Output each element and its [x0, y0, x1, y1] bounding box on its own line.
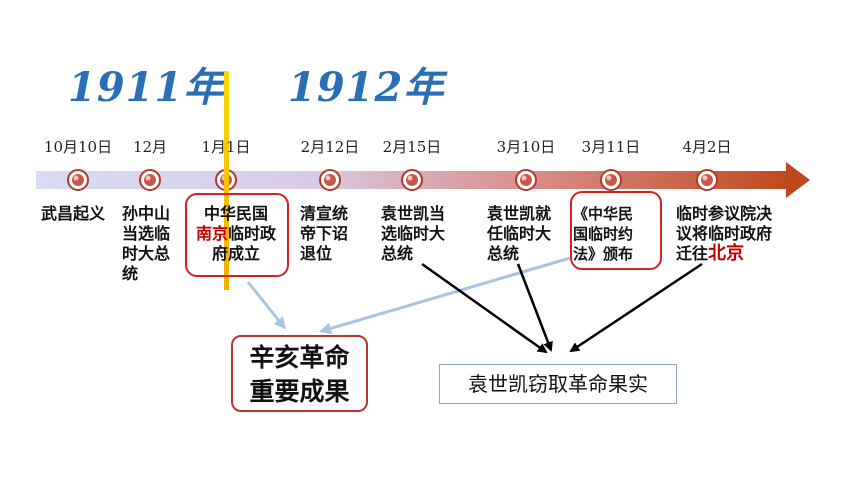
year-divider-line: [224, 72, 229, 290]
event-wuchang-uprising: 武昌起义: [41, 204, 106, 223]
date-label: 2月15日: [382, 138, 442, 156]
yuan-usurps-fruits-box: 袁世凯窃取革命果实: [439, 364, 677, 404]
date-label: 2月12日: [300, 138, 360, 156]
timeline-marker: [139, 169, 161, 191]
timeline-marker: [401, 169, 423, 191]
timeline-arrowhead: [786, 162, 810, 198]
event-yuan-inaugurated: 袁世凯就 任临时大 总统: [487, 204, 552, 263]
date-label: 3月11日: [581, 138, 641, 156]
date-label: 4月2日: [682, 138, 732, 156]
event-nanjing-government: 中华民国 南京临时政 府成立: [195, 204, 277, 263]
event-yuan-elected: 袁世凯当 选临时大 总统: [381, 204, 446, 263]
arrow-yuan-inaugurated-to-usurp: [516, 263, 553, 352]
highlight-box-nanjing: [185, 193, 289, 277]
timeline-marker: [600, 169, 622, 191]
event-sun-elected: 孙中山 当选临 时大总 统: [122, 204, 171, 283]
revolution-achievements-box: 辛亥革命 重要成果: [231, 335, 368, 412]
timeline-marker: [67, 169, 89, 191]
timeline-marker: [696, 169, 718, 191]
timeline-marker: [515, 169, 537, 191]
arrow-yuan-elected-to-usurp: [421, 262, 548, 354]
date-label: 1月1日: [201, 138, 251, 156]
event-provisional-constitution: 《中华民 国临时约 法》颁布: [573, 205, 634, 263]
event-move-to-beijing: 临时参议院决 议将临时政府 迁往北京: [676, 204, 773, 264]
event-emperor-abdicates: 清宣统 帝下诏 退位: [300, 204, 349, 263]
arrow-move-beijing-to-usurp: [569, 262, 703, 353]
year-label-1912: 1912年: [288, 64, 445, 111]
timeline-markers: [67, 169, 718, 191]
date-label: 12月: [132, 138, 168, 156]
arrow-constitution-to-result: [319, 256, 571, 335]
year-label-1911: 1911年: [68, 64, 225, 111]
date-label: 3月10日: [496, 138, 556, 156]
timeline-marker: [319, 169, 341, 191]
arrow-nanjing-to-result: [246, 281, 286, 330]
highlight-box-constitution: [570, 191, 662, 270]
date-label: 10月10日: [43, 138, 113, 156]
